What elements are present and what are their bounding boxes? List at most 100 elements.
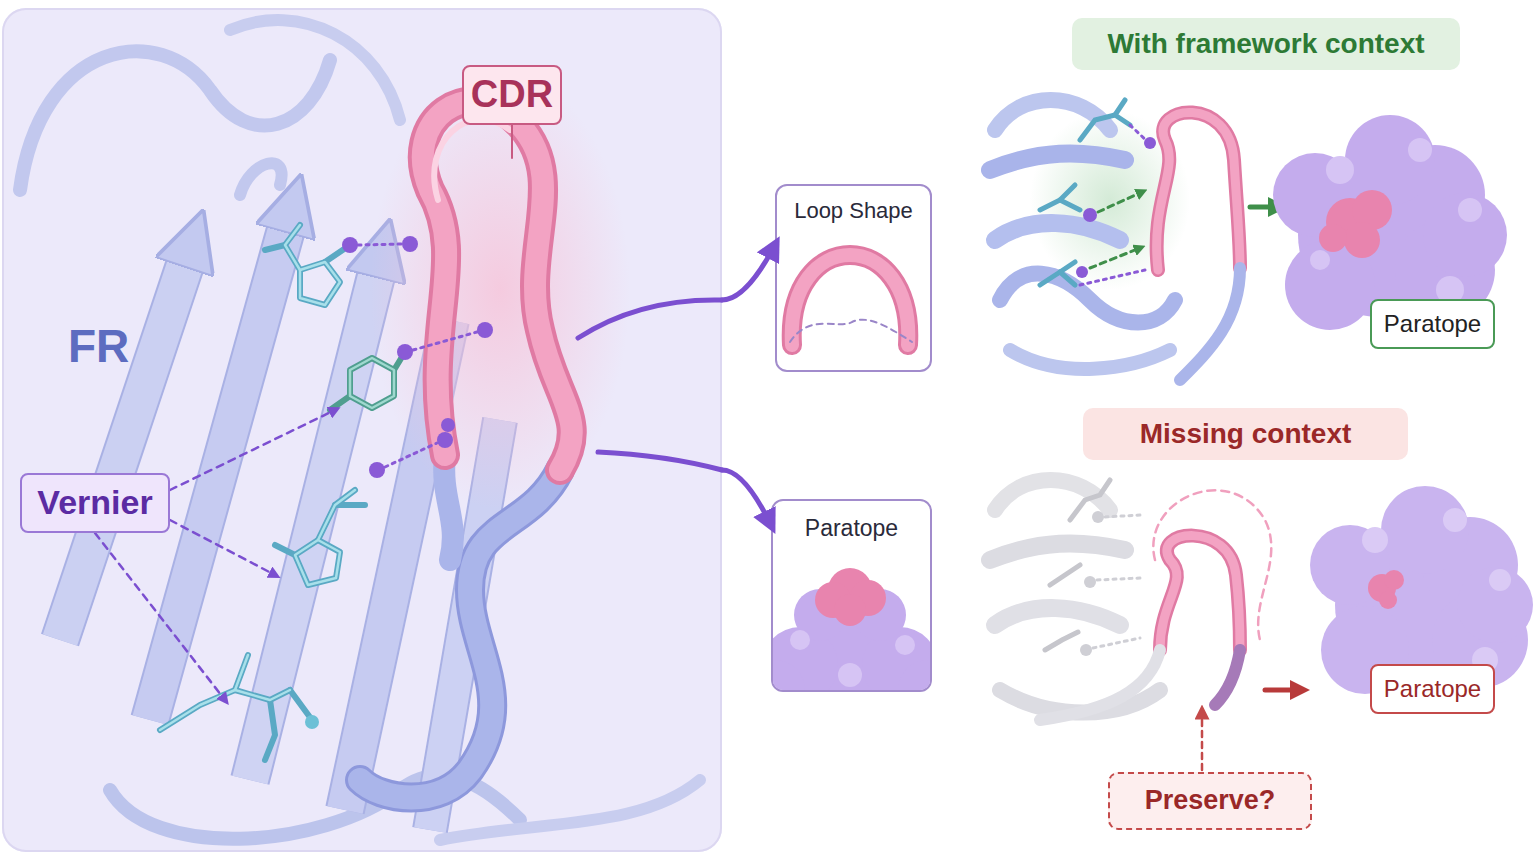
paratope-surface: [1423, 193, 1507, 277]
node-label: Vernier: [37, 483, 152, 522]
background-ribbons: [440, 780, 700, 840]
paratope-surface: [1489, 569, 1511, 591]
framework-context-illustration: [1157, 112, 1240, 270]
cdr-loop: [444, 455, 453, 560]
vernier-residues: [318, 490, 355, 540]
framework-context-illustration: [1090, 248, 1140, 268]
loop-shape-icon: [790, 320, 912, 342]
paratope-surface: [1408, 138, 1432, 162]
paratope-icon: [838, 663, 862, 687]
paratope-icon: [862, 627, 930, 690]
loop-shape-icon: [790, 255, 912, 345]
context-banner: Missing context: [1083, 408, 1408, 460]
framework-context-illustration: [1098, 192, 1142, 212]
paratope-icon: [850, 580, 886, 616]
missing-context-illustration: [1097, 578, 1140, 580]
vernier-residues: [402, 236, 418, 252]
vernier-residues: [160, 655, 248, 730]
paratope-surface: [1381, 486, 1469, 574]
paratope-icon: [854, 589, 906, 641]
missing-context-illustration: [1070, 480, 1110, 520]
framework-context-illustration: [1250, 205, 1278, 210]
paratope-icon: [773, 660, 805, 690]
node-label: Missing context: [1140, 418, 1352, 450]
node-label: Paratope: [1384, 675, 1481, 703]
paratope-surface: [1362, 527, 1388, 553]
paratope-icon: [773, 568, 930, 690]
paratope-icon: [815, 568, 886, 626]
loop-shape-box: Loop Shape: [775, 184, 932, 372]
paratope-icon: [790, 630, 810, 650]
missing-context-illustration: [1045, 480, 1110, 650]
paratope-surface: [1319, 224, 1347, 252]
vernier-residues: [275, 490, 365, 585]
framework-context-illustration: [1040, 262, 1075, 285]
framework-context-illustration: [1090, 192, 1142, 268]
flow-arrow: [722, 470, 771, 525]
loop-shape-icon: [792, 255, 909, 345]
missing-context-illustration: [1105, 515, 1140, 517]
background-ribbons: [240, 163, 282, 195]
vernier-residues: [358, 244, 477, 467]
framework-context-illustration: [1115, 115, 1130, 125]
paratope-surface: [1362, 508, 1511, 673]
paratope-surface: [1368, 570, 1404, 609]
paratope-surface: [1326, 156, 1354, 184]
framework-context-illustration: [1000, 274, 1175, 323]
framework-context-illustration: [1060, 272, 1075, 285]
node-label: Paratope: [805, 515, 898, 541]
cdr-loop: [434, 120, 510, 200]
missing-context-illustration: [1160, 536, 1240, 650]
vernier-residues: [369, 462, 385, 478]
paratope-icon: [773, 589, 930, 690]
missing-context-illustration: [1215, 650, 1240, 705]
framework-context-illustration: [990, 153, 1125, 170]
framework-context-illustration: [1157, 112, 1240, 270]
paratope-surface: [1310, 486, 1533, 694]
paratope-icon: [794, 589, 846, 641]
missing-context-illustration: [1080, 511, 1104, 656]
framework-context-illustration: [1080, 125, 1148, 285]
question-box: Preserve?: [1108, 772, 1312, 830]
missing-context-illustration: [1050, 565, 1080, 585]
vernier-residues: [385, 443, 437, 467]
vernier-residues: [265, 225, 350, 305]
vernier-residues: [350, 358, 394, 408]
missing-context-illustration: [1040, 650, 1160, 720]
vernier-residues: [235, 690, 290, 700]
framework-context-illustration: [1076, 266, 1088, 278]
missing-context-illustration: [1093, 515, 1140, 648]
node-label: Paratope: [1384, 310, 1481, 338]
paratope-icon: [828, 568, 872, 612]
vernier-residues: [290, 690, 312, 720]
vernier-residues: [318, 490, 355, 540]
paratope-surface: [1310, 138, 1482, 304]
vernier-residues: [350, 358, 394, 408]
paratope-surface: [1344, 222, 1380, 258]
cdr-loop: [511, 125, 513, 158]
context-banner: With framework context: [1072, 18, 1460, 70]
framework-context-illustration: [995, 223, 1120, 240]
vernier-residues: [441, 418, 455, 432]
framework-context-illustration: [1010, 350, 1170, 369]
node-label: With framework context: [1107, 28, 1424, 60]
framework-context-illustration: [990, 100, 1278, 380]
vernier-residues: [300, 262, 340, 305]
missing-context-illustration: [995, 608, 1120, 625]
arrow-tail: [578, 300, 722, 470]
vernier-residues: [330, 396, 350, 410]
node-label: FR: [68, 320, 129, 373]
vernier-residues: [170, 410, 335, 490]
node-label: CDR: [471, 73, 553, 117]
node-label: Loop Shape: [794, 198, 913, 223]
vernier-residues: [160, 655, 290, 730]
vernier-residues: [95, 533, 225, 700]
vernier-residues: [300, 262, 340, 305]
missing-context-illustration: [1265, 688, 1300, 693]
missing-context-illustration: [1084, 576, 1096, 588]
background-ribbons: [230, 20, 400, 120]
paratope-box: Paratope: [771, 499, 932, 692]
paratope-surface: [1443, 508, 1467, 532]
vernier-residues: [265, 700, 275, 760]
paratope-surface: [1319, 190, 1392, 258]
